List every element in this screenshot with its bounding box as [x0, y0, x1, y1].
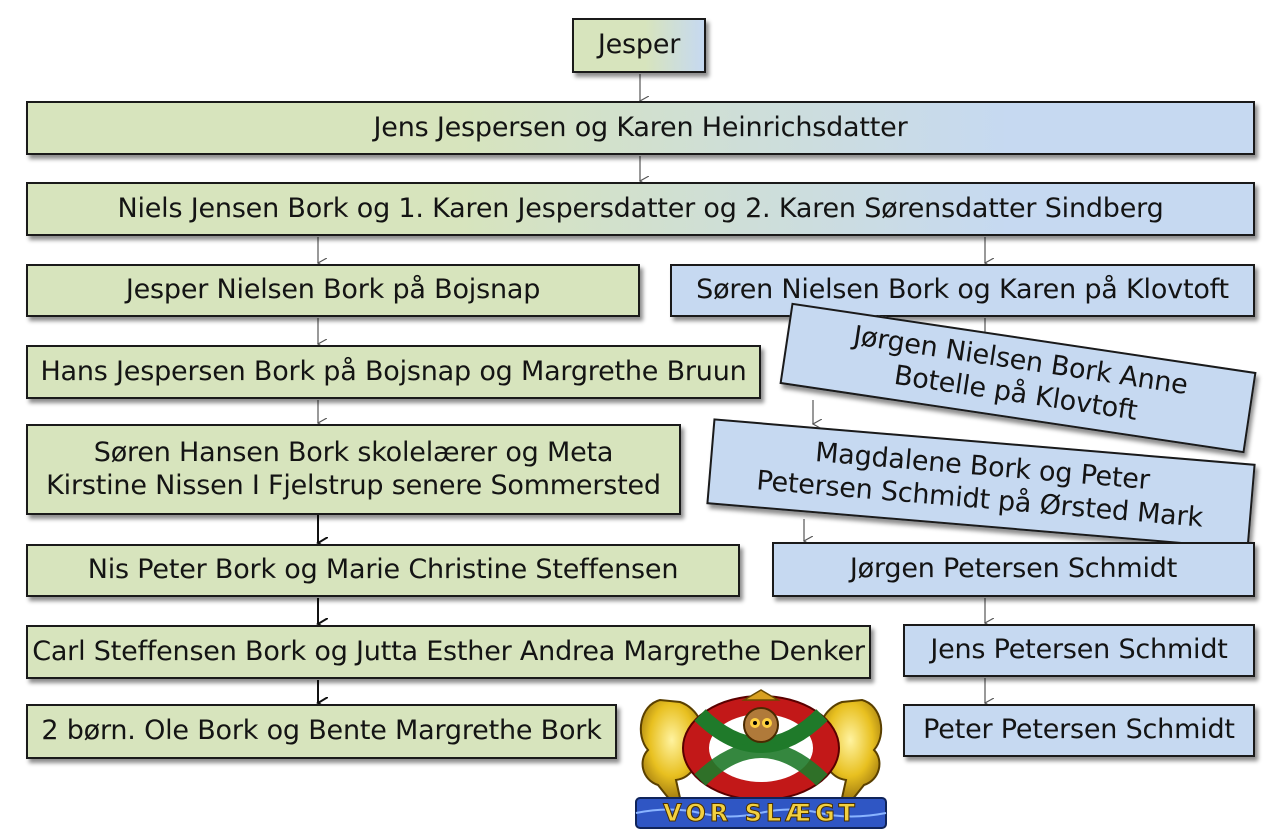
node-right-4: Jørgen Petersen Schmidt	[772, 542, 1255, 597]
node-jesper: Jesper	[572, 18, 706, 73]
family-crest-logo: VOR SLÆGT	[630, 680, 892, 830]
node-right-5: Jens Petersen Schmidt	[903, 624, 1255, 677]
node-left-2: Hans Jespersen Bork på Bojsnap og Margre…	[26, 345, 761, 399]
node-niels-jensen-bork: Niels Jensen Bork og 1. Karen Jespersdat…	[26, 182, 1255, 236]
owl-icon	[743, 707, 779, 743]
node-left-3: Søren Hansen Bork skolelærer og Meta Kir…	[26, 424, 681, 515]
node-jens-jespersen: Jens Jespersen og Karen Heinrichsdatter	[26, 101, 1255, 155]
node-right-1: Søren Nielsen Bork og Karen på Klovtoft	[670, 264, 1255, 317]
node-left-5: Carl Steffensen Bork og Jutta Esther And…	[26, 625, 871, 679]
node-left-1: Jesper Nielsen Bork på Bojsnap	[26, 264, 640, 317]
node-left-4: Nis Peter Bork og Marie Christine Steffe…	[26, 544, 740, 597]
node-right-6: Peter Petersen Schmidt	[903, 704, 1255, 757]
node-left-6: 2 børn. Ole Bork og Bente Margrethe Bork	[26, 704, 617, 759]
banner-text: VOR SLÆGT	[663, 799, 859, 827]
